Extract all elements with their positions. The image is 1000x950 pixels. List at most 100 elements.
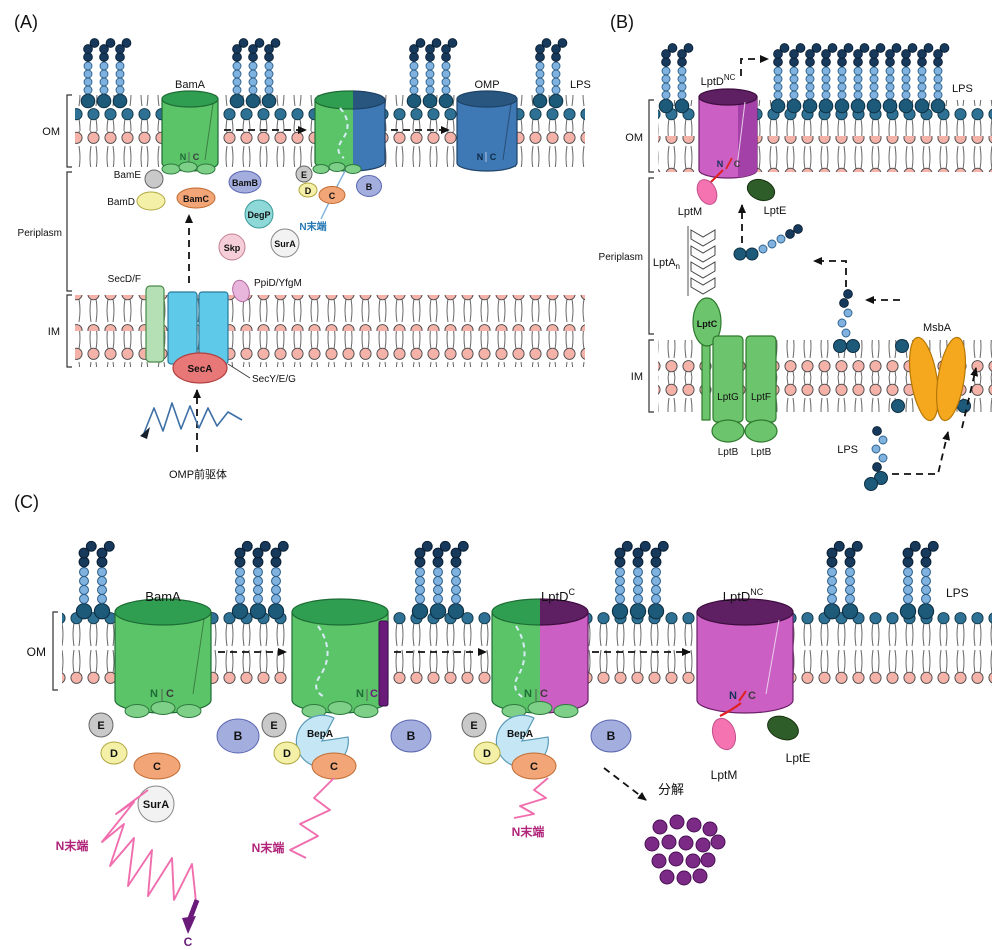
subunit-b-label: B [407, 729, 416, 743]
potra-loop [327, 701, 353, 715]
degradation-arrow [603, 767, 647, 801]
bamb-shape [590, 719, 632, 753]
bama-label-a: BamA [175, 79, 206, 91]
lptd-c-barrel [491, 598, 589, 714]
msba-label: MsbA [923, 322, 952, 334]
omp-precursor-label: OMP前驱体 [169, 467, 227, 481]
degp-shape [244, 199, 274, 229]
lps-label-b-top: LPS [952, 83, 973, 95]
om-label-b: OM [625, 132, 643, 144]
panel-a: (A) OM Periplasm IM LPS [14, 12, 591, 481]
sura-label-c: SurA [143, 799, 169, 811]
lptd-nc-barrel [696, 598, 794, 714]
lptg-shape [712, 335, 744, 423]
n-terminal-squiggle [513, 777, 549, 819]
bamb-shape [390, 719, 432, 753]
lptb-shape [744, 419, 778, 443]
lps-label-a: LPS [570, 79, 591, 91]
bamb-shape [228, 170, 262, 194]
msba-shape [935, 336, 967, 422]
subunit-d-label: D [305, 186, 312, 196]
lptd-nc-label-b: LptDNC [701, 73, 736, 88]
msba [908, 336, 967, 422]
n-terminus-annotation: N末端 [252, 840, 285, 855]
omp-label: OMP [474, 79, 499, 91]
subunit-c-label: C [329, 191, 336, 201]
subunit-c-label: C [530, 761, 538, 773]
lptf-shape [745, 335, 777, 423]
bame-shape [461, 712, 487, 738]
lptd-c-label: LptDC [541, 587, 575, 604]
n-terminus-letter: N [180, 152, 187, 162]
lps-to-msba-arrow [892, 431, 951, 475]
panel-b-label: (B) [610, 12, 634, 32]
bamd-shape [273, 741, 301, 765]
c-terminus-letter: C [540, 688, 548, 700]
lpta-label: LptAn [653, 257, 680, 271]
bam-lipoproteins-a: BamE BamD BamC BamB [107, 161, 262, 211]
c-terminus-letter: C [490, 152, 497, 162]
lptd-nc-label: LptDNC [723, 587, 764, 604]
bam-subunits-a: E D C B [295, 162, 382, 204]
lptm-link [719, 702, 742, 717]
lpte-shape [767, 715, 799, 741]
hybrid-barrel-a [314, 90, 386, 172]
n-terminus-annotation: N末端 [512, 824, 545, 839]
lptc-label: LptC [697, 319, 718, 329]
msba-flip-arrow [961, 367, 979, 429]
c-terminus-letter: C [370, 688, 378, 700]
im-label-b: IM [631, 371, 643, 383]
lps-in-transit-top [733, 224, 803, 261]
bamc-shape [176, 187, 216, 209]
om-bracket-b [648, 99, 654, 173]
bamb-label: BamB [232, 178, 259, 188]
om-label-c: OM [27, 645, 46, 659]
lptd-barrel-b [698, 88, 758, 179]
subunit-d-label: D [483, 748, 491, 760]
subunit-b-label: B [607, 729, 616, 743]
subunit-b-label: B [234, 729, 243, 743]
bame-shape [261, 712, 287, 738]
sec-machinery: SecA SecD/F PpiD/YfgM SecY/E/G [108, 274, 302, 385]
lptf-label: LptF [751, 392, 771, 403]
lptb-shape [711, 419, 745, 443]
omp-precursor-squiggle [143, 402, 243, 434]
lptm-shape [711, 717, 737, 751]
omp-barrel-a [456, 90, 518, 172]
secyeg-pointer [227, 363, 251, 379]
bam-subunits-c3: E D BepA C B [461, 701, 632, 780]
bam-subunits-c2: E D BepA C B [261, 701, 432, 780]
bamd-label: BamD [107, 197, 135, 208]
lps-in-transit-mid [833, 289, 860, 353]
lpte-label-c: LptE [786, 751, 811, 765]
degp-label: DegP [247, 210, 270, 220]
potra-loop [178, 161, 198, 173]
lptm-label-b: LptM [678, 206, 702, 218]
c-terminal-arrowhead [182, 916, 196, 934]
subunit-c-label: C [330, 761, 338, 773]
ppid-shape [232, 279, 250, 303]
bamd-shape [136, 191, 166, 211]
im-bracket-a [66, 294, 72, 368]
lptm-shape [696, 179, 718, 205]
potra-loop [124, 704, 150, 718]
bamc-shape [318, 186, 346, 204]
periplasm-bracket-b [648, 177, 654, 335]
c-terminus-letter: C [166, 688, 174, 700]
subunit-c-label: C [153, 761, 161, 773]
secdf-shape [145, 285, 165, 363]
bamc-shape [511, 752, 557, 780]
nc-red-divider [738, 690, 747, 702]
c-terminal-strand-bar [378, 620, 389, 707]
lpta-stack [687, 226, 716, 296]
bama-barrel-c [114, 598, 212, 714]
c-terminus-letter: C [748, 690, 756, 702]
potra-loop [344, 164, 362, 174]
lps-label-c: LPS [946, 586, 969, 600]
n-terminus-letter: N [477, 152, 484, 162]
lptg-label: LptG [717, 392, 739, 403]
bame-shape [295, 165, 313, 183]
secdf-label: SecD/F [108, 274, 141, 285]
msba-shape [908, 336, 940, 422]
